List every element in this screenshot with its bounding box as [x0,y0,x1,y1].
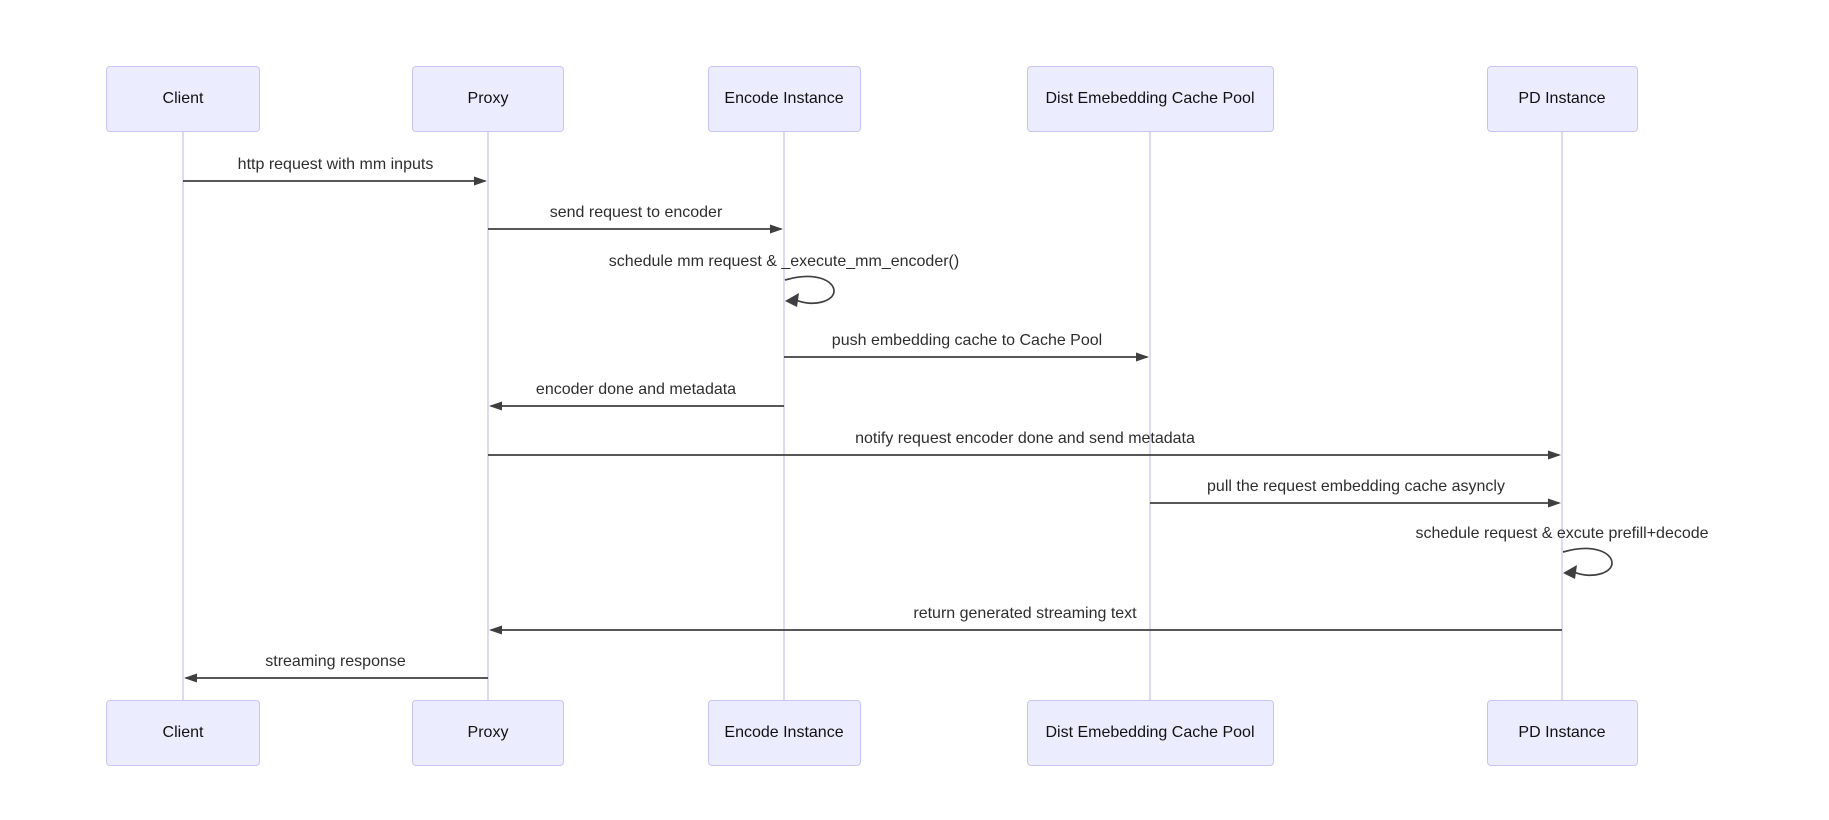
actor-label: Client [162,724,204,741]
message-arrowhead [1548,498,1561,508]
self-loop-arrowhead [785,293,799,307]
actor-client-top-box: Client [106,66,260,132]
message-label: push embedding cache to Cache Pool [831,332,1103,349]
actor-client-bottom-box: Client [106,700,260,766]
actor-proxy-bottom-box: Proxy [412,700,564,766]
actor-label: PD Instance [1518,724,1606,741]
message-arrowhead [1548,450,1561,460]
message-label: notify request encoder done and send met… [855,430,1195,447]
message-label: encoder done and metadata [535,381,737,398]
message-label: http request with mm inputs [237,156,434,173]
message-label: streaming response [265,653,406,670]
actor-label: Encode Instance [724,90,844,107]
actor-label: Proxy [467,90,509,107]
message-arrowhead [184,673,197,683]
message-arrowhead [474,176,487,186]
actor-cachepool-bottom-box: Dist Emebedding Cache Pool [1026,700,1274,766]
actor-label: Client [162,90,204,107]
message-label: pull the request embedding cache asyncly [1207,478,1505,495]
message-arrowhead [489,625,502,635]
actor-label: Encode Instance [724,724,844,741]
message-label: schedule request & excute prefill+decode [1415,525,1709,542]
self-loop-arrow [784,275,835,304]
message-label: schedule mm request & _execute_mm_encode… [608,253,960,270]
message-arrowhead [489,401,502,411]
message-label: send request to encoder [549,204,723,221]
actor-encode-bottom-box: Encode Instance [707,700,861,766]
actor-cachepool-top-box: Dist Emebedding Cache Pool [1026,66,1274,132]
self-loop-arrowhead [1563,565,1577,579]
actor-label: PD Instance [1518,90,1606,107]
message-arrowhead [1136,352,1149,362]
actor-label: Dist Emebedding Cache Pool [1045,90,1255,107]
self-loop-arrow [1562,547,1613,576]
actor-encode-top-box: Encode Instance [707,66,861,132]
message-arrowhead [770,224,783,234]
actor-label: Dist Emebedding Cache Pool [1045,724,1255,741]
actor-pd-top-box: PD Instance [1486,66,1638,132]
message-label: return generated streaming text [913,605,1137,622]
actor-label: Proxy [467,724,509,741]
actor-proxy-top-box: Proxy [412,66,564,132]
actor-pd-bottom-box: PD Instance [1486,700,1638,766]
